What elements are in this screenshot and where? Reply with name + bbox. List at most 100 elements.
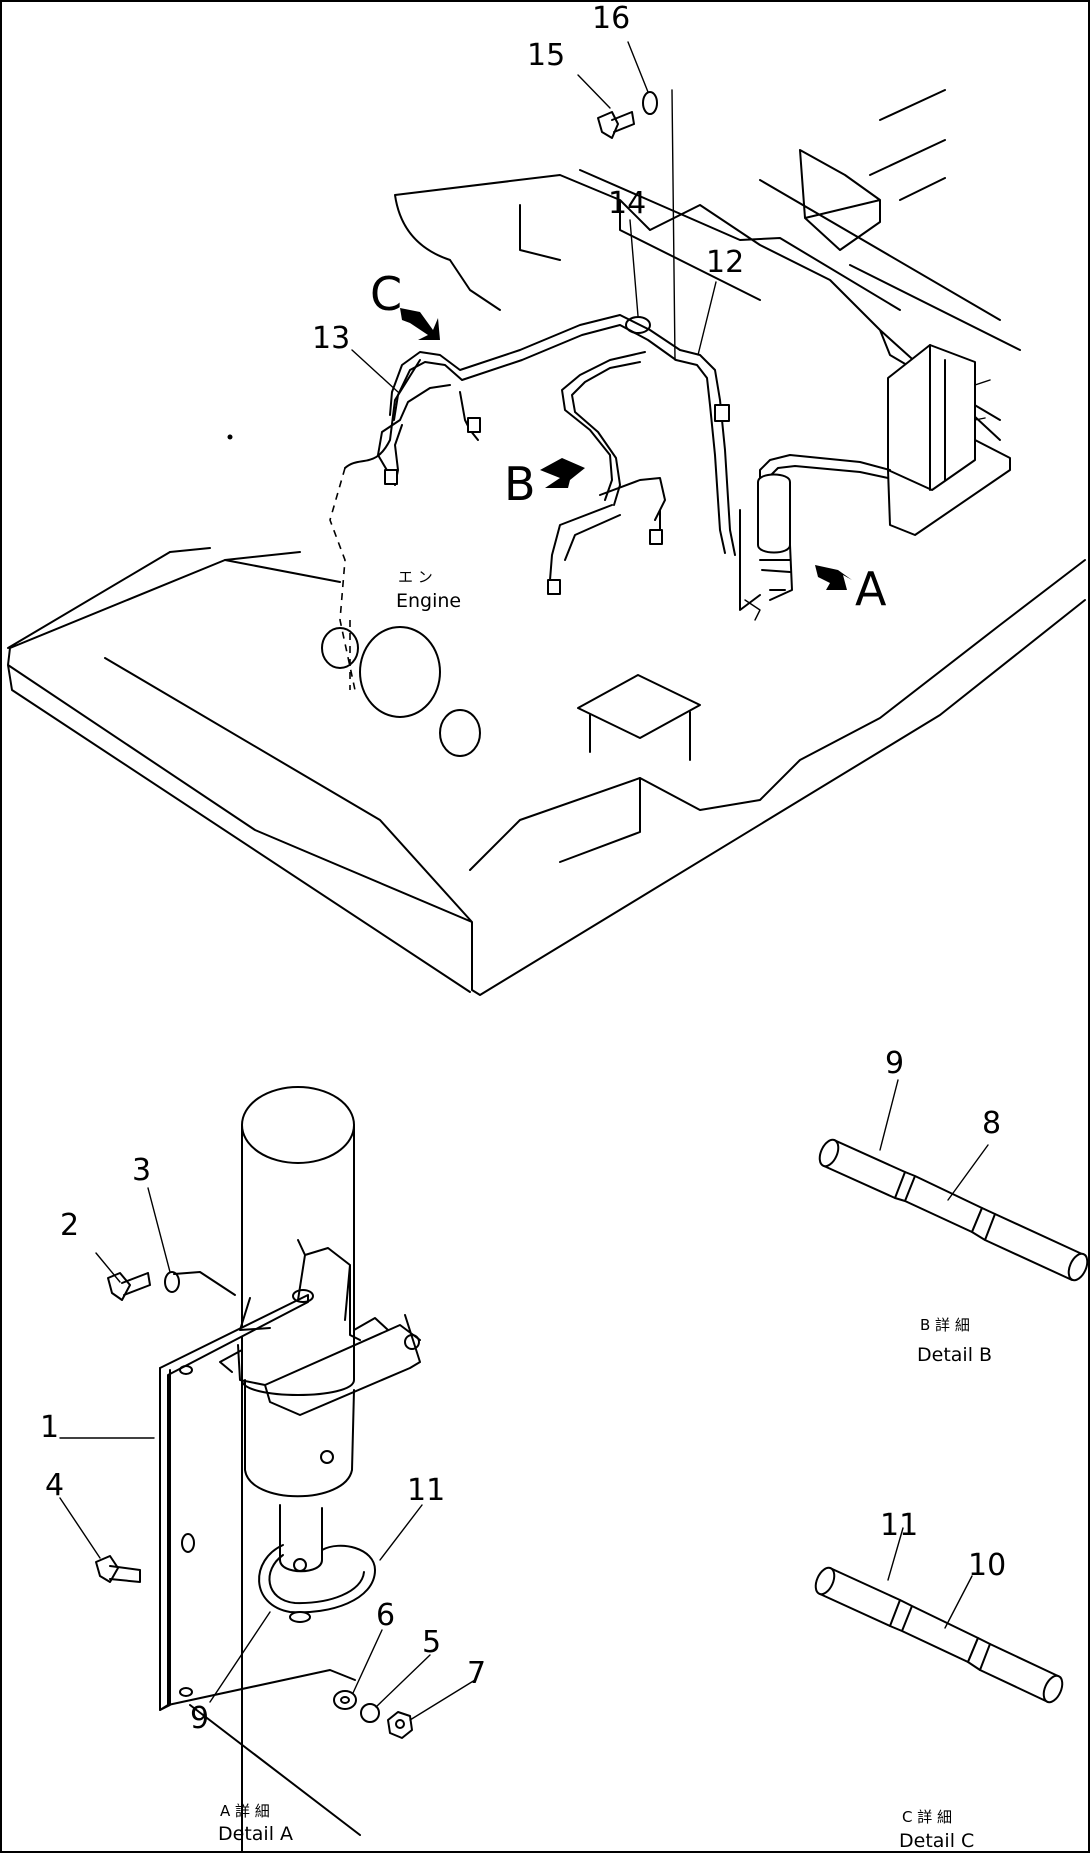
engine-label-jp: エ ン xyxy=(398,568,433,586)
label-3: 3 xyxy=(132,1153,151,1188)
leader-11b xyxy=(887,1527,904,1581)
connector-mid xyxy=(467,417,481,433)
filter-cylinder-lower xyxy=(244,1379,355,1573)
hose-11-sleeve-left-end xyxy=(814,1566,836,1596)
washer-3 xyxy=(164,1271,236,1296)
label-16: 16 xyxy=(592,1,630,36)
upper-housing xyxy=(579,149,1021,351)
engine-hole-lower xyxy=(439,709,481,757)
lockwasher-5 xyxy=(360,1703,380,1723)
label-8: 8 xyxy=(982,1106,1001,1141)
washer-6 xyxy=(333,1690,357,1710)
detail-c-caption-jp: C 詳 細 xyxy=(902,1808,952,1826)
filter-main-bracket xyxy=(739,509,793,611)
view-letter-b: B xyxy=(504,457,536,511)
dot-mark xyxy=(227,434,233,440)
leader-16 xyxy=(627,41,649,93)
detail-b-caption-jp: B 詳 細 xyxy=(920,1316,970,1334)
leader-9b xyxy=(879,1079,899,1151)
filter-main-foot xyxy=(744,599,761,621)
engine-hole-small xyxy=(321,627,359,669)
leader-7 xyxy=(409,1679,476,1721)
leader-12 xyxy=(697,281,717,356)
hose-11-step xyxy=(889,1599,979,1663)
bolt-4 xyxy=(95,1555,141,1583)
detail-c-view: 11 10 C 詳 細 Detail C xyxy=(814,1508,1064,1852)
filter-main xyxy=(757,473,791,554)
label-4: 4 xyxy=(45,1468,64,1503)
hose-8-sleeve-right xyxy=(971,1207,1083,1281)
label-11b: 11 xyxy=(880,1508,918,1543)
label-11a: 11 xyxy=(407,1473,445,1508)
filter-cylinder-body xyxy=(241,1124,355,1396)
hose-fitting-b xyxy=(289,1611,311,1623)
harness-main-2 xyxy=(393,324,726,554)
engine-hole-large xyxy=(359,626,441,718)
leader-14 xyxy=(629,219,639,317)
washer-6-hole xyxy=(340,1696,350,1704)
detail-b-caption-en: Detail B xyxy=(917,1344,992,1366)
leader-3 xyxy=(147,1187,171,1273)
label-5: 5 xyxy=(422,1625,441,1660)
mounting-plate xyxy=(159,1294,309,1711)
hose-10-sleeve-right-end xyxy=(1042,1674,1064,1704)
filter-cylinder-top xyxy=(241,1086,355,1164)
filter-cylinder xyxy=(241,1125,355,1853)
clamp-14 xyxy=(625,316,651,334)
label-12: 12 xyxy=(706,245,744,280)
detail-b-view: 9 8 B 詳 細 Detail B xyxy=(818,1046,1089,1366)
frame-box-legs xyxy=(589,711,691,761)
detail-a-caption-jp: A 詳 細 xyxy=(220,1802,270,1820)
label-9a: 9 xyxy=(190,1701,209,1736)
heater-unit-tabs xyxy=(974,379,991,421)
clamp-band xyxy=(219,1317,389,1373)
hose-9-sleeve-left-end xyxy=(818,1138,840,1168)
label-6: 6 xyxy=(376,1598,395,1633)
mounting-plate-edge xyxy=(159,1367,361,1836)
housing-rear-lines xyxy=(869,89,946,201)
label-1: 1 xyxy=(40,1410,59,1445)
leader-4 xyxy=(59,1497,101,1559)
detail-a-view: 2 3 1 4 11 9 6 5 7 A 詳 細 Detail A xyxy=(40,1086,486,1853)
engine-block xyxy=(344,174,1001,469)
hose-8-sleeve-right-end xyxy=(1067,1252,1089,1282)
bracket-hole xyxy=(292,1289,314,1303)
leader-13 xyxy=(351,349,399,393)
filter-sensor xyxy=(320,1450,334,1464)
plate-hole-bottom xyxy=(179,1687,193,1697)
label-14: 14 xyxy=(608,186,646,221)
engine-left-outline xyxy=(329,467,356,691)
plate-hole-mid xyxy=(181,1533,195,1553)
arrow-c xyxy=(400,308,440,340)
hose-9-loop xyxy=(258,1544,376,1614)
label-13: 13 xyxy=(312,321,350,356)
harness-detail-b xyxy=(549,477,666,581)
leader-8 xyxy=(947,1144,989,1201)
arrow-a xyxy=(815,565,852,590)
bracket-top xyxy=(237,1239,421,1416)
detail-a-caption-en: Detail A xyxy=(218,1823,293,1845)
leader-15 xyxy=(577,74,611,109)
label-10: 10 xyxy=(968,1548,1006,1583)
leader-9a xyxy=(209,1611,271,1703)
leader-16-vert xyxy=(671,89,676,361)
hose-9-step xyxy=(894,1171,983,1233)
heater-unit xyxy=(887,344,976,491)
label-9b: 9 xyxy=(885,1046,904,1081)
frame-top-edge xyxy=(169,547,1086,863)
leader-2 xyxy=(95,1252,121,1283)
bracket-pin xyxy=(404,1334,420,1350)
bolt-15 xyxy=(597,111,635,139)
bolt-2 xyxy=(107,1272,151,1301)
engine-label-en: Engine xyxy=(396,590,461,612)
connector-b-left xyxy=(547,579,561,595)
view-letter-c: C xyxy=(370,267,402,321)
leader-11 xyxy=(379,1504,423,1561)
nut-7 xyxy=(387,1711,413,1739)
frame-slab xyxy=(7,551,1086,996)
arrow-b xyxy=(540,458,585,488)
leader-10 xyxy=(944,1575,973,1629)
view-letter-a: A xyxy=(855,562,887,616)
leader-5 xyxy=(375,1654,431,1708)
